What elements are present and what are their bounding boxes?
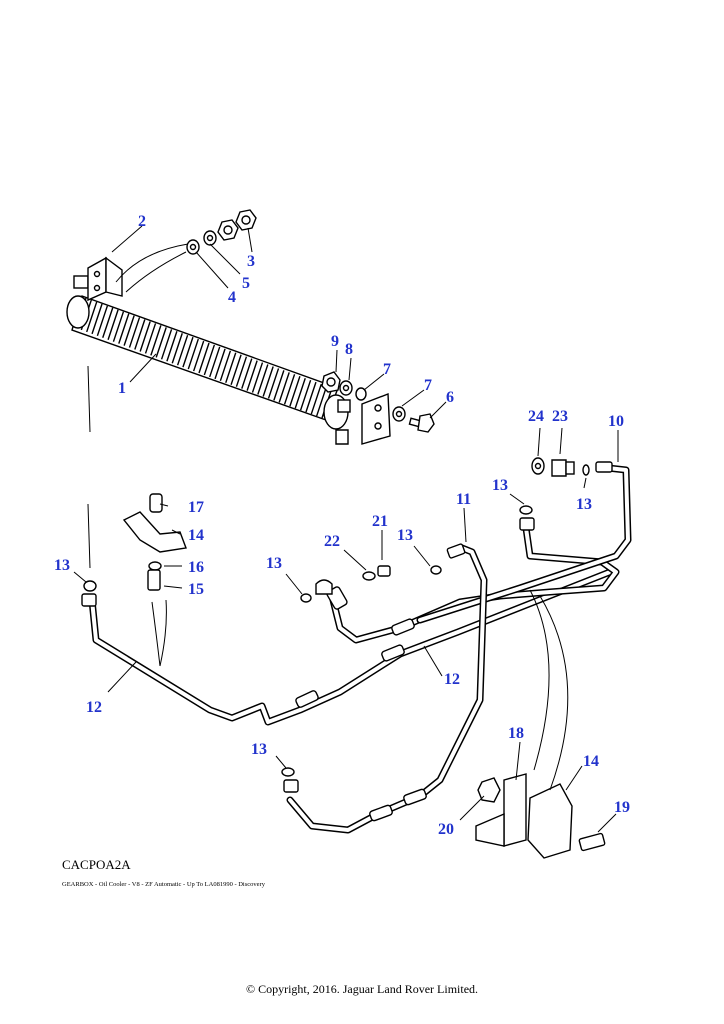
nuts-washers-upper[interactable] bbox=[186, 209, 257, 255]
callout-21[interactable]: 21 bbox=[372, 513, 388, 530]
callout-13f[interactable]: 13 bbox=[251, 741, 267, 758]
callout-20[interactable]: 20 bbox=[438, 821, 454, 838]
callout-16[interactable]: 16 bbox=[188, 559, 204, 576]
pipe-clamp-upper[interactable] bbox=[122, 493, 187, 591]
callout-15[interactable]: 15 bbox=[188, 581, 204, 598]
callout-23[interactable]: 23 bbox=[552, 408, 568, 425]
callout-7b[interactable]: 7 bbox=[424, 377, 432, 394]
callout-5[interactable]: 5 bbox=[242, 275, 250, 292]
callout-6[interactable]: 6 bbox=[446, 389, 454, 406]
leader-lines bbox=[73, 225, 619, 833]
cooler-pipes[interactable] bbox=[81, 461, 632, 834]
callout-13b[interactable]: 13 bbox=[266, 555, 282, 572]
copyright-notice: © Copyright, 2016. Jaguar Land Rover Lim… bbox=[245, 982, 479, 996]
callout-numbers: 1 2 3 4 5 6 7 7 8 9 10 11 12 12 13 13 13… bbox=[54, 213, 630, 838]
callout-13d[interactable]: 13 bbox=[492, 477, 508, 494]
callout-10[interactable]: 10 bbox=[608, 413, 624, 430]
callout-22[interactable]: 22 bbox=[324, 533, 340, 550]
callout-9[interactable]: 9 bbox=[331, 333, 339, 350]
callout-8[interactable]: 8 bbox=[345, 341, 353, 358]
callout-13c[interactable]: 13 bbox=[397, 527, 413, 544]
pipe-clamp-lower[interactable] bbox=[475, 773, 606, 859]
callout-3[interactable]: 3 bbox=[247, 253, 255, 270]
callout-17[interactable]: 17 bbox=[188, 499, 204, 516]
diagram-code: CACPOA2A bbox=[62, 857, 131, 872]
callout-18[interactable]: 18 bbox=[508, 725, 524, 742]
callout-14b[interactable]: 14 bbox=[583, 753, 599, 770]
callout-11[interactable]: 11 bbox=[456, 491, 471, 508]
callout-19[interactable]: 19 bbox=[614, 799, 630, 816]
diagram-caption: GEARBOX - Oil Cooler - V8 - ZF Automatic… bbox=[62, 881, 265, 888]
mounting-bracket-left[interactable] bbox=[87, 256, 123, 302]
oil-cooler[interactable] bbox=[66, 275, 349, 445]
callout-24[interactable]: 24 bbox=[528, 408, 544, 425]
callout-12a[interactable]: 12 bbox=[86, 699, 102, 716]
callout-7a[interactable]: 7 bbox=[383, 361, 391, 378]
callout-13e[interactable]: 13 bbox=[576, 496, 592, 513]
callout-4[interactable]: 4 bbox=[228, 289, 236, 306]
callout-13a[interactable]: 13 bbox=[54, 557, 70, 574]
mounting-bracket-right[interactable] bbox=[337, 392, 391, 445]
callout-14a[interactable]: 14 bbox=[188, 527, 204, 544]
fittings[interactable] bbox=[362, 457, 575, 581]
callout-2[interactable]: 2 bbox=[138, 213, 146, 230]
o-rings[interactable] bbox=[83, 464, 590, 777]
callout-1[interactable]: 1 bbox=[118, 380, 126, 397]
nut-washers-right[interactable] bbox=[321, 371, 435, 433]
callout-12b[interactable]: 12 bbox=[444, 671, 460, 688]
